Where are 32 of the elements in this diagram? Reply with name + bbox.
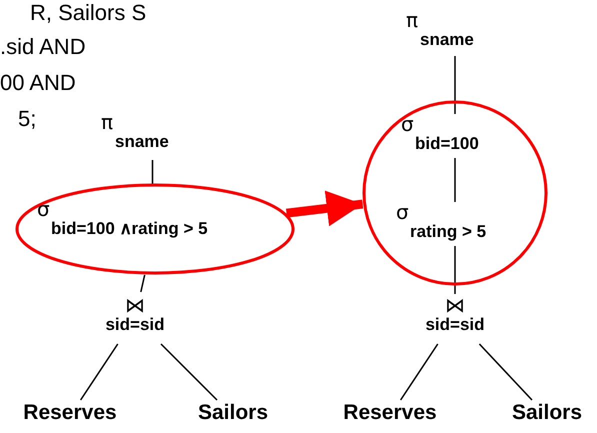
operator-symbol: ⋈ bbox=[444, 295, 466, 315]
operator-condition: sname bbox=[420, 30, 474, 50]
relation-name: Reserves bbox=[343, 403, 437, 423]
operator-symbol: π bbox=[101, 112, 114, 132]
relation-name: Sailors bbox=[512, 403, 582, 423]
tree-edge bbox=[140, 274, 146, 292]
query-text-fragment: 00 AND bbox=[0, 70, 76, 96]
operator-condition: sid=sid bbox=[105, 315, 165, 335]
relation-name: Sailors bbox=[198, 403, 268, 423]
operator-symbol: ⋈ bbox=[124, 295, 146, 315]
query-text-fragment: .sid AND bbox=[0, 34, 86, 60]
operator-condition: rating > 5 bbox=[410, 222, 486, 242]
tree-edge bbox=[454, 246, 456, 294]
tree-edge bbox=[152, 160, 154, 185]
query-text-fragment: 5; bbox=[18, 106, 36, 132]
operator-condition: bid=100 bbox=[415, 134, 479, 154]
operator-condition: sname bbox=[115, 132, 169, 152]
tree-edge bbox=[454, 56, 456, 114]
query-text-fragment: R, Sailors S bbox=[30, 0, 146, 26]
operator-symbol: σ bbox=[401, 114, 415, 134]
tree-edge bbox=[400, 344, 438, 400]
operator-symbol: π bbox=[406, 10, 420, 30]
operator-symbol: σ bbox=[396, 202, 410, 222]
operator-condition: bid=100 ∧rating > 5 bbox=[51, 219, 208, 239]
tree-edge bbox=[478, 343, 533, 401]
operator-symbol: σ bbox=[37, 199, 51, 219]
transformation-arrow bbox=[286, 190, 364, 226]
tree-edge bbox=[454, 158, 456, 202]
relation-name: Reserves bbox=[23, 403, 117, 423]
tree-edge bbox=[80, 344, 118, 400]
operator-condition: sid=sid bbox=[425, 315, 485, 335]
tree-edge bbox=[160, 343, 218, 401]
